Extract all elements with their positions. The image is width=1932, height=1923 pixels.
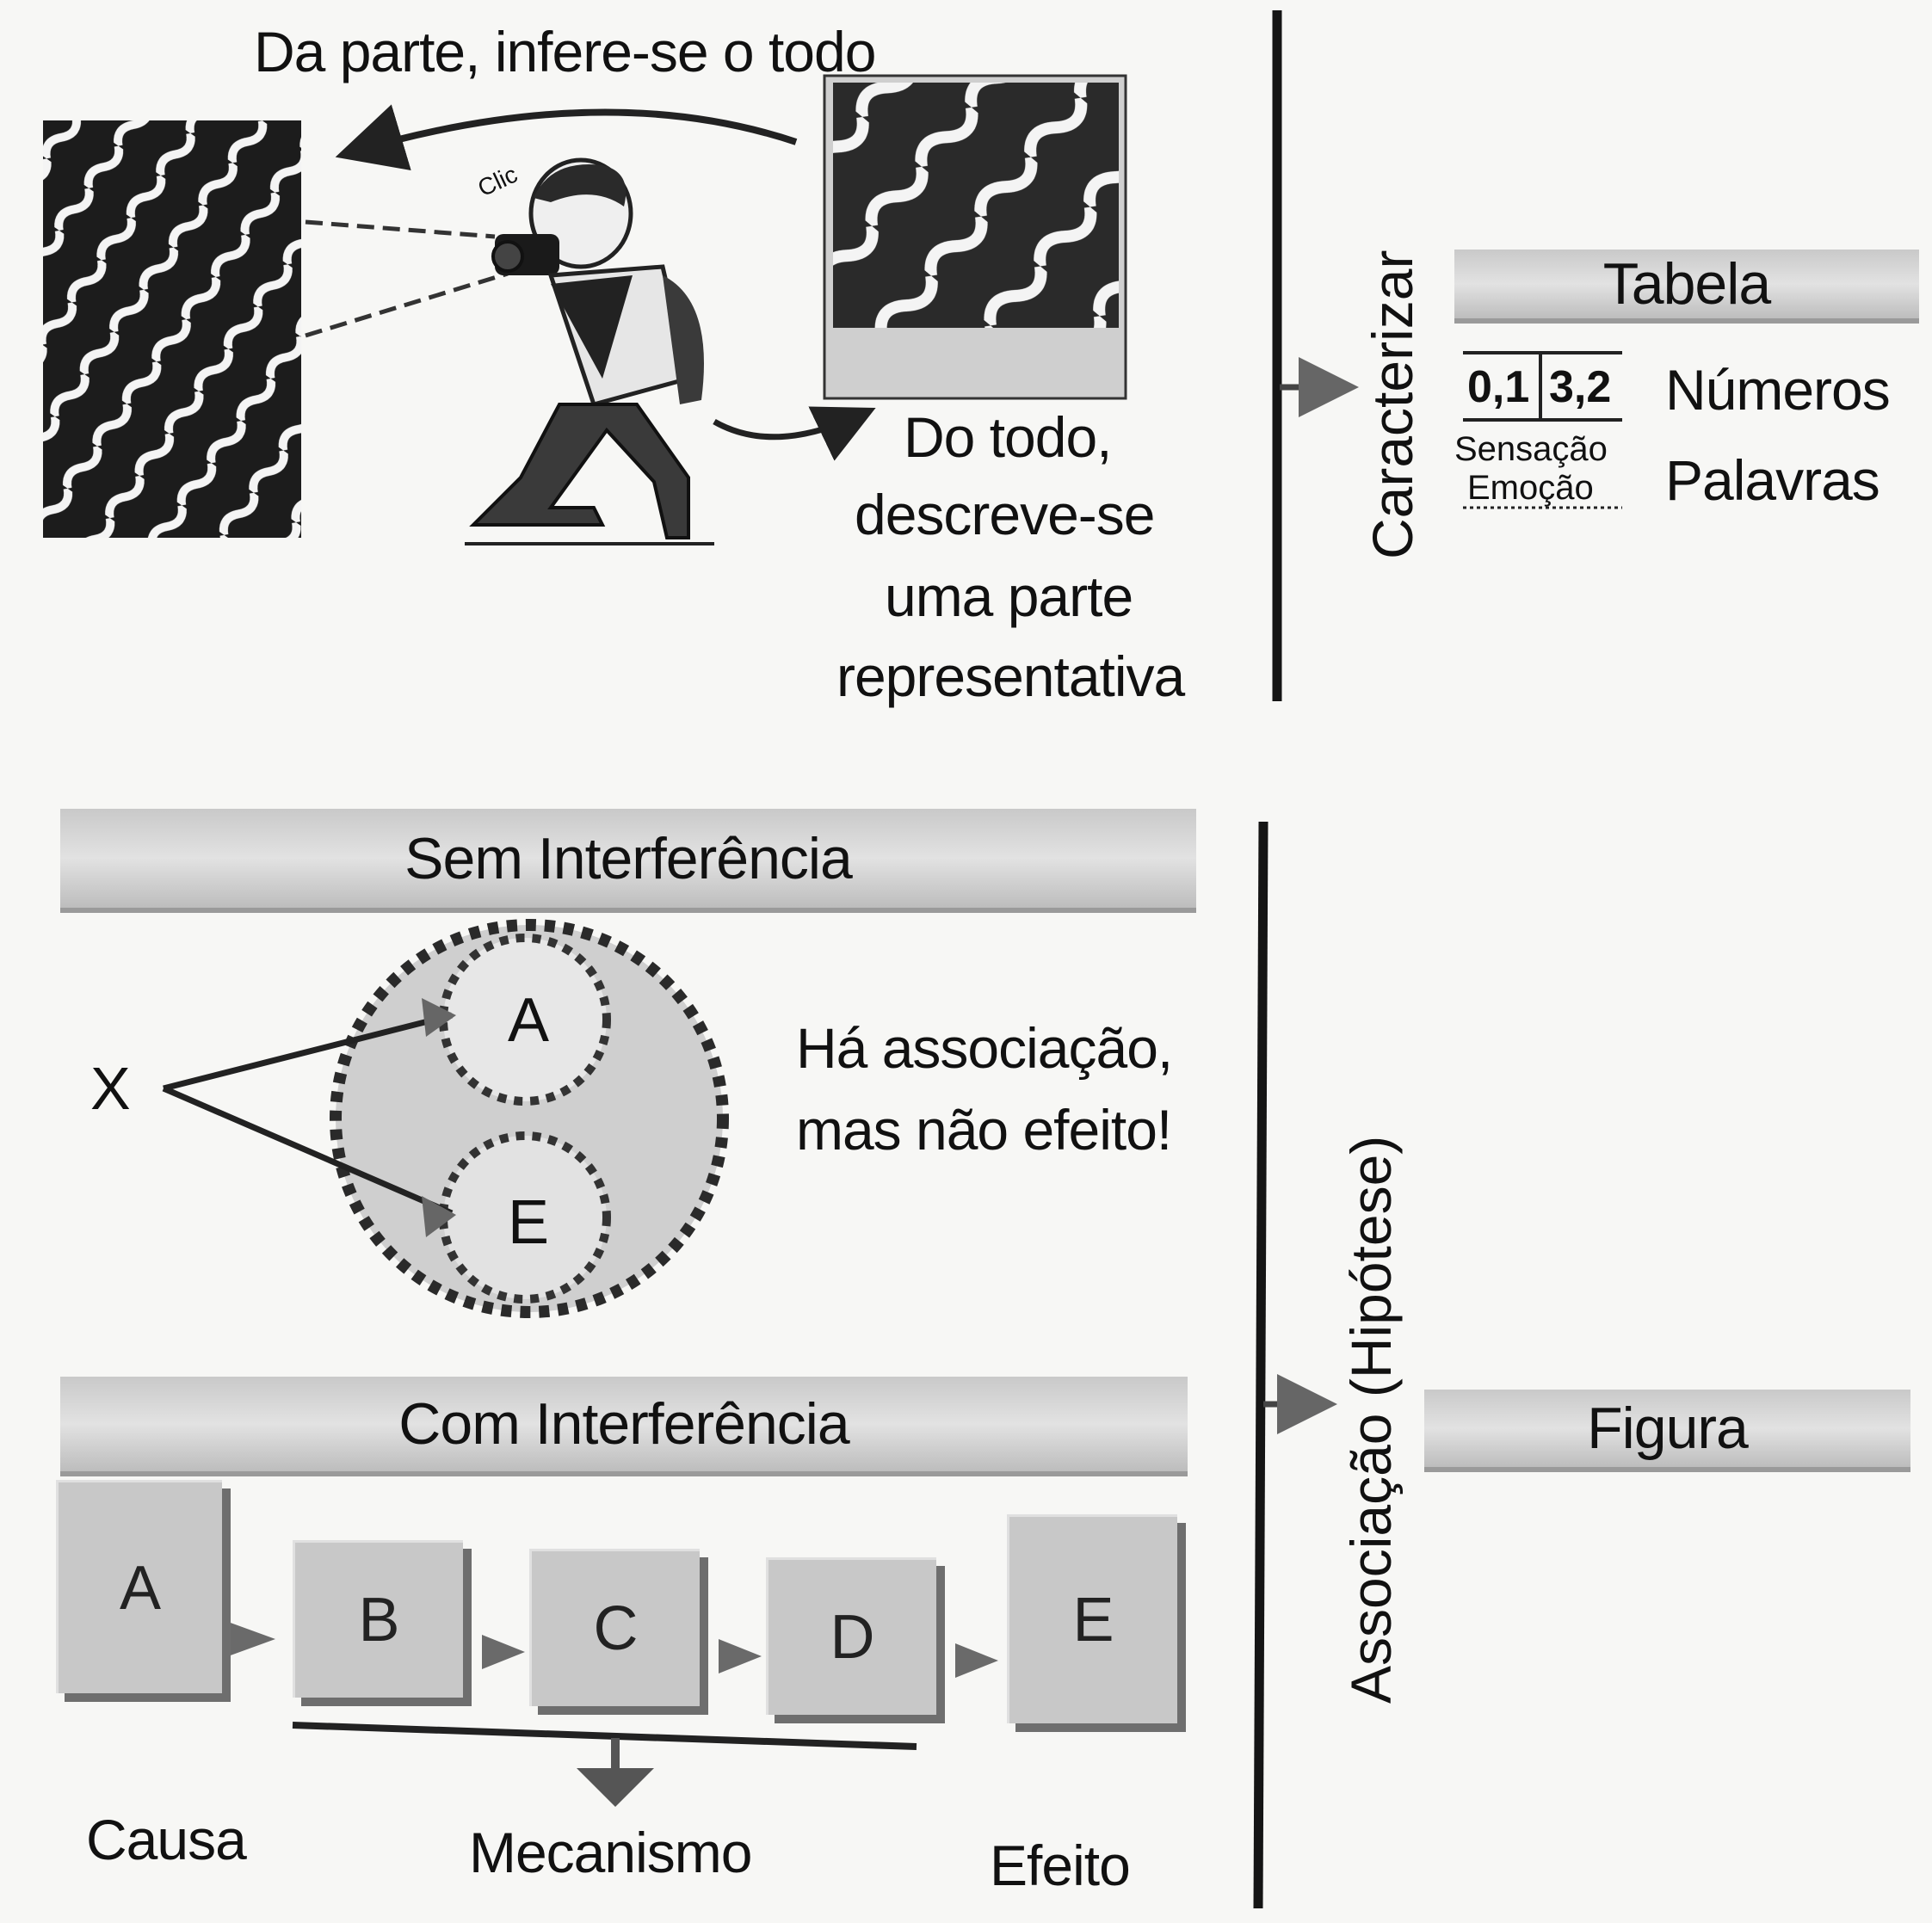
chain-box-e-label: E (1072, 1586, 1114, 1655)
chain-box-c-label: C (593, 1594, 639, 1663)
circle-a-label: A (508, 986, 550, 1055)
cause-label: Causa (86, 1808, 247, 1871)
describe-line-1: Do todo, (904, 405, 1112, 469)
chain-box-d-label: D (830, 1603, 875, 1672)
no-interference-banner: Sem Interferência (60, 809, 1196, 908)
words-label: Palavras (1665, 448, 1880, 512)
wave-panel-whole (43, 120, 301, 538)
mechanism-label: Mecanismo (469, 1821, 752, 1884)
sight-line-top (305, 219, 496, 239)
numbers-label: Números (1665, 358, 1891, 422)
with-interference-banner: Com Interferência (60, 1377, 1188, 1471)
circle-a (439, 934, 611, 1106)
sight-line-bottom (305, 271, 509, 338)
figure-banner-label: Figura (1587, 1396, 1749, 1461)
chain-box-c: C (529, 1549, 700, 1706)
circle-e-label: E (508, 1188, 550, 1257)
effect-label: Efeito (990, 1834, 1131, 1897)
bottom-divider (1253, 821, 1268, 1909)
table-banner-label: Tabela (1602, 251, 1771, 317)
chain-box-a-label: A (119, 1553, 162, 1623)
describe-arrow (713, 406, 876, 461)
wave-photo (833, 83, 1119, 328)
photographer-illustration (465, 157, 714, 545)
chain-box-d: D (766, 1557, 936, 1715)
x-label: X (90, 1055, 131, 1122)
table-word-2: Emoção (1467, 469, 1594, 507)
no-interference-label: Sem Interferência (404, 825, 853, 891)
table-word-1: Sensação (1454, 430, 1608, 468)
table-value-2: 3,2 (1549, 362, 1612, 412)
infer-caption: Da parte, infere-se o todo (254, 20, 876, 83)
chain-box-b-label: B (358, 1586, 400, 1655)
describe-line-2: descreve-se (855, 483, 1155, 546)
infer-arrow (335, 104, 798, 171)
chain-box-b: B (293, 1540, 463, 1698)
figure-banner: Figura (1424, 1390, 1910, 1467)
chain-box-a: A (56, 1480, 222, 1693)
association-hypothesis-label: Associação (Hipótese) (1339, 1135, 1403, 1704)
association-line-2: mas não efeito! (796, 1098, 1172, 1162)
describe-line-4: representativa (836, 644, 1185, 708)
with-interference-label: Com Interferência (398, 1391, 849, 1457)
association-line-1: Há associação, (796, 1016, 1173, 1080)
circle-e (439, 1131, 611, 1304)
table-banner: Tabela (1454, 250, 1919, 318)
describe-line-3: uma parte (885, 564, 1133, 628)
table-value-1: 0,1 (1467, 362, 1530, 412)
characterize-label: Caracterizar (1361, 250, 1424, 559)
chain-box-e: E (1007, 1514, 1177, 1723)
